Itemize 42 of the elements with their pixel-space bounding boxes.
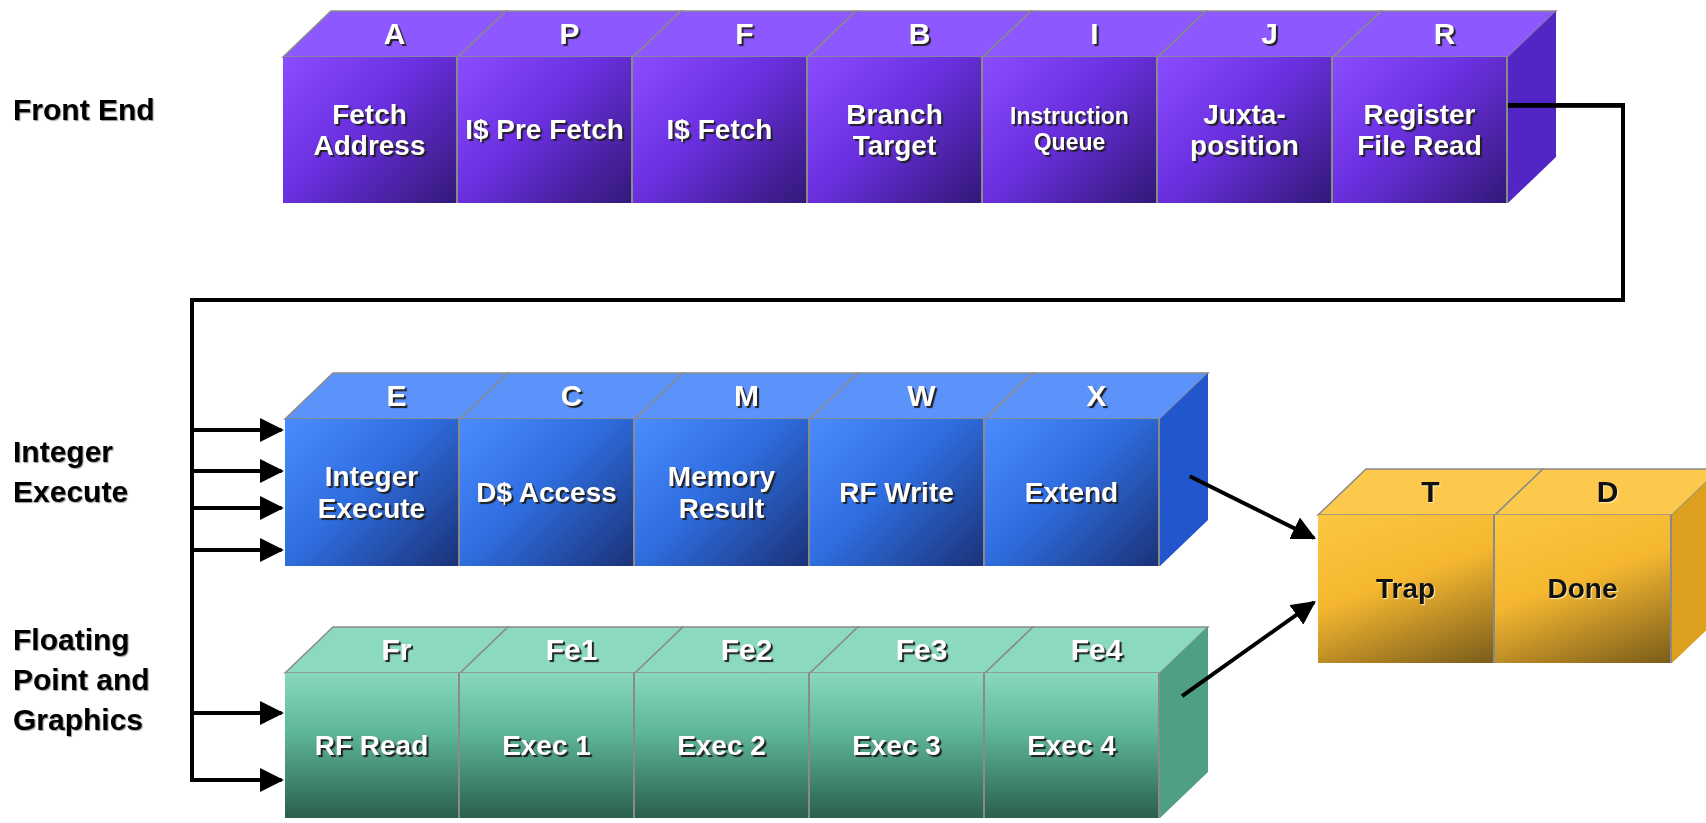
stage-name: Memory Result: [666, 461, 777, 524]
stage-letter: M: [733, 378, 760, 414]
stage-letter: R: [1432, 16, 1457, 52]
arrow: [1180, 600, 1316, 698]
stage-letter: X: [1085, 378, 1108, 414]
stage-name: I$ Pre Fetch: [465, 114, 624, 146]
stage-letter: A: [382, 16, 407, 52]
stage-letter: Fe3: [894, 632, 949, 668]
stage-letter: J: [1260, 16, 1279, 52]
stage-letter: Fr: [380, 632, 413, 668]
stage-name: Done: [1547, 573, 1618, 605]
stage-letter: Fe4: [1069, 632, 1124, 668]
stage-letter: T: [1420, 474, 1441, 510]
stage-letter: B: [907, 16, 932, 52]
row-label: Integer Execute: [13, 434, 130, 510]
stage-letter: Fe1: [544, 632, 599, 668]
stage-name: Juxta- position: [1189, 98, 1300, 162]
stage-letter: E: [385, 378, 408, 414]
stage-name: Register File Read: [1356, 98, 1483, 162]
stage-letter: C: [559, 378, 584, 414]
stage-name: RF Write: [839, 476, 954, 509]
stage-name: Trap: [1375, 573, 1436, 605]
stage-name: Fetch Address: [312, 98, 427, 162]
stage-name: Exec 1: [502, 729, 591, 762]
stage-name: D$ Access: [476, 476, 617, 509]
stage-letter: I: [1089, 16, 1100, 52]
stage-letter: D: [1595, 474, 1620, 510]
stage-letter: W: [906, 378, 937, 414]
stage-name: Exec 4: [1027, 729, 1116, 762]
stage-name: Exec 2: [677, 729, 766, 762]
stage-name: I$ Fetch: [666, 114, 773, 146]
stage-name: Extend: [1024, 476, 1119, 509]
row-label: Front End: [13, 92, 156, 128]
stage-name: Integer Execute: [316, 461, 427, 524]
stage-letter: Fe2: [719, 632, 774, 668]
stage-letter: F: [734, 16, 755, 52]
stage-name: Instruction Queue: [1009, 104, 1130, 156]
stage-letter: P: [558, 16, 581, 52]
stage-name: RF Read: [314, 729, 429, 762]
stage-name: Exec 3: [852, 729, 941, 762]
stage-name: Branch Target: [845, 98, 944, 162]
row-label: Floating Point and Graphics: [13, 622, 151, 738]
